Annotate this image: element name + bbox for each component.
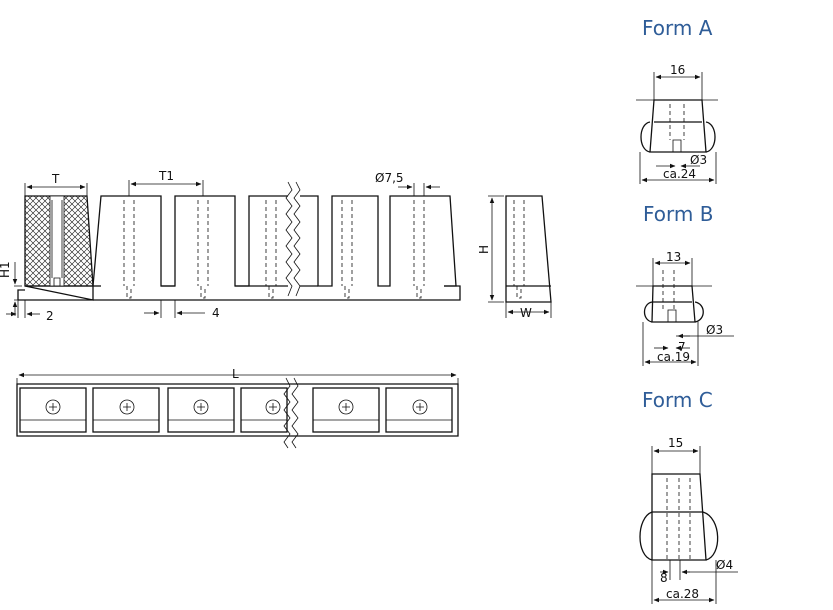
form-a-title: Form A [642,16,713,40]
form-b-offset: 7 [678,340,686,354]
form-b-overall: ca.19 [657,350,690,364]
side-view: H W [477,195,552,320]
dim-t: T [51,172,60,186]
form-b-width: 13 [666,250,681,264]
top-cells [19,387,453,433]
dim-h1: H1 [0,261,12,278]
top-bore-symbols [45,399,428,415]
dim-h: H [477,245,491,254]
dim-w: W [520,306,532,320]
form-c-width: 15 [668,436,683,450]
form-a-overall: ca.24 [663,167,696,181]
top-view: L [16,367,459,449]
front-view: T T1 Ø7,5 H1 2 4 [0,169,461,323]
dim-slot: 4 [212,306,220,320]
dim-gap: 2 [46,309,54,323]
form-a-view: 16 Ø3 ca.24 [636,63,718,184]
dim-t1: T1 [158,169,174,183]
form-b-bore: Ø3 [706,323,723,337]
form-a-width: 16 [670,63,685,77]
form-c-title: Form C [642,388,713,412]
form-c-view: 15 8 Ø4 ca.28 [639,436,738,604]
form-a-bore: Ø3 [690,153,707,167]
form-c-overall: ca.28 [666,587,699,601]
dim-l: L [232,367,239,381]
dim-bore: Ø7,5 [375,171,404,185]
form-c-bore: Ø4 [716,558,733,572]
form-c-offset: 8 [660,571,668,585]
form-b-view: 13 Ø3 7 ca.19 [636,250,734,366]
form-b-title: Form B [643,202,714,226]
